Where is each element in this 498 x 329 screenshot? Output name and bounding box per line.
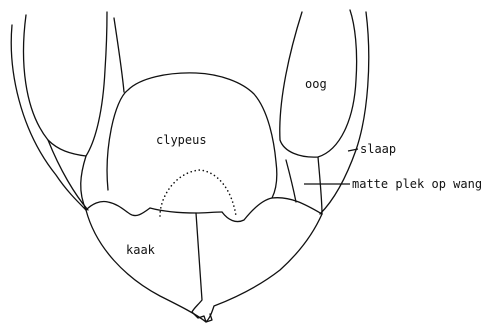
dotted-arc — [160, 170, 236, 216]
left-eye-inner-line — [114, 18, 124, 92]
cheek-spot-label: matte plek op wang — [352, 177, 482, 191]
right-cheek-line — [286, 160, 296, 202]
temple-label: slaap — [360, 142, 396, 156]
left-eye-outline — [24, 12, 107, 156]
right-temple-line — [318, 157, 322, 214]
mandible-label: kaak — [126, 243, 156, 257]
clypeus-label: clypeus — [156, 133, 207, 147]
mandible-outline — [86, 210, 322, 322]
left-lower-margin — [86, 201, 150, 215]
mandible-center-line — [192, 213, 202, 312]
right-lower-margin — [222, 198, 322, 222]
left-head-side — [11, 25, 86, 210]
eye-label: oog — [305, 77, 327, 91]
